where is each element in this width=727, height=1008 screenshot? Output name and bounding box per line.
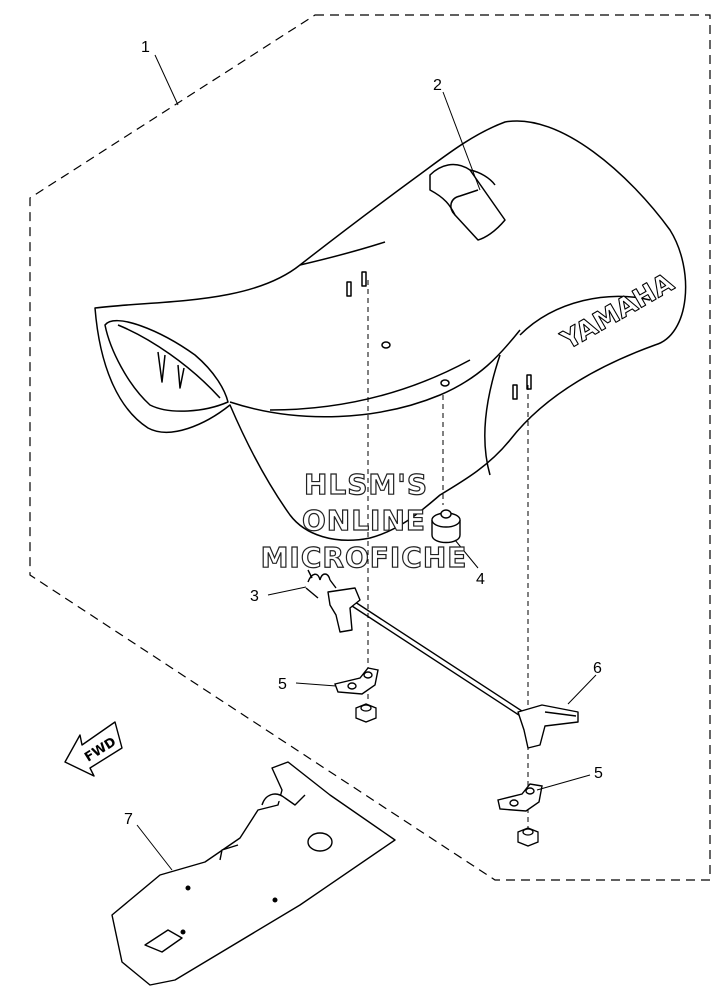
bracket-lower: [497, 783, 543, 812]
seat-outline: [94, 120, 687, 541]
seat-rear-hollow: [104, 320, 229, 412]
spring: [305, 569, 337, 599]
callout-4: 4: [476, 571, 485, 588]
lock-rod: [327, 587, 579, 749]
callout-1: 1: [141, 39, 150, 56]
assembly-boundary: [29, 14, 711, 881]
callout-5-upper: 5: [278, 676, 287, 693]
watermark: HLSM'S ONLINE MICROFICHE: [260, 467, 468, 574]
seat: YAMAHA: [94, 120, 687, 541]
bracket-upper: [334, 667, 379, 695]
leader-lines: [136, 54, 597, 871]
cushion: [431, 509, 461, 544]
watermark-line3: MICROFICHE: [261, 541, 468, 574]
watermark-line1: HLSM'S: [304, 468, 428, 501]
callout-3: 3: [250, 588, 259, 605]
guide-lines: [367, 280, 529, 830]
nut-lower: [517, 827, 539, 847]
watermark-line2: ONLINE: [302, 504, 426, 537]
callout-2: 2: [433, 77, 442, 94]
callout-7: 7: [124, 811, 133, 828]
fwd-arrow: FWD: [64, 721, 123, 777]
base-plate: [111, 761, 396, 986]
callout-5-lower: 5: [594, 765, 603, 782]
nut-upper: [355, 703, 377, 723]
seat-strap: [429, 163, 506, 241]
callout-6: 6: [593, 660, 602, 677]
